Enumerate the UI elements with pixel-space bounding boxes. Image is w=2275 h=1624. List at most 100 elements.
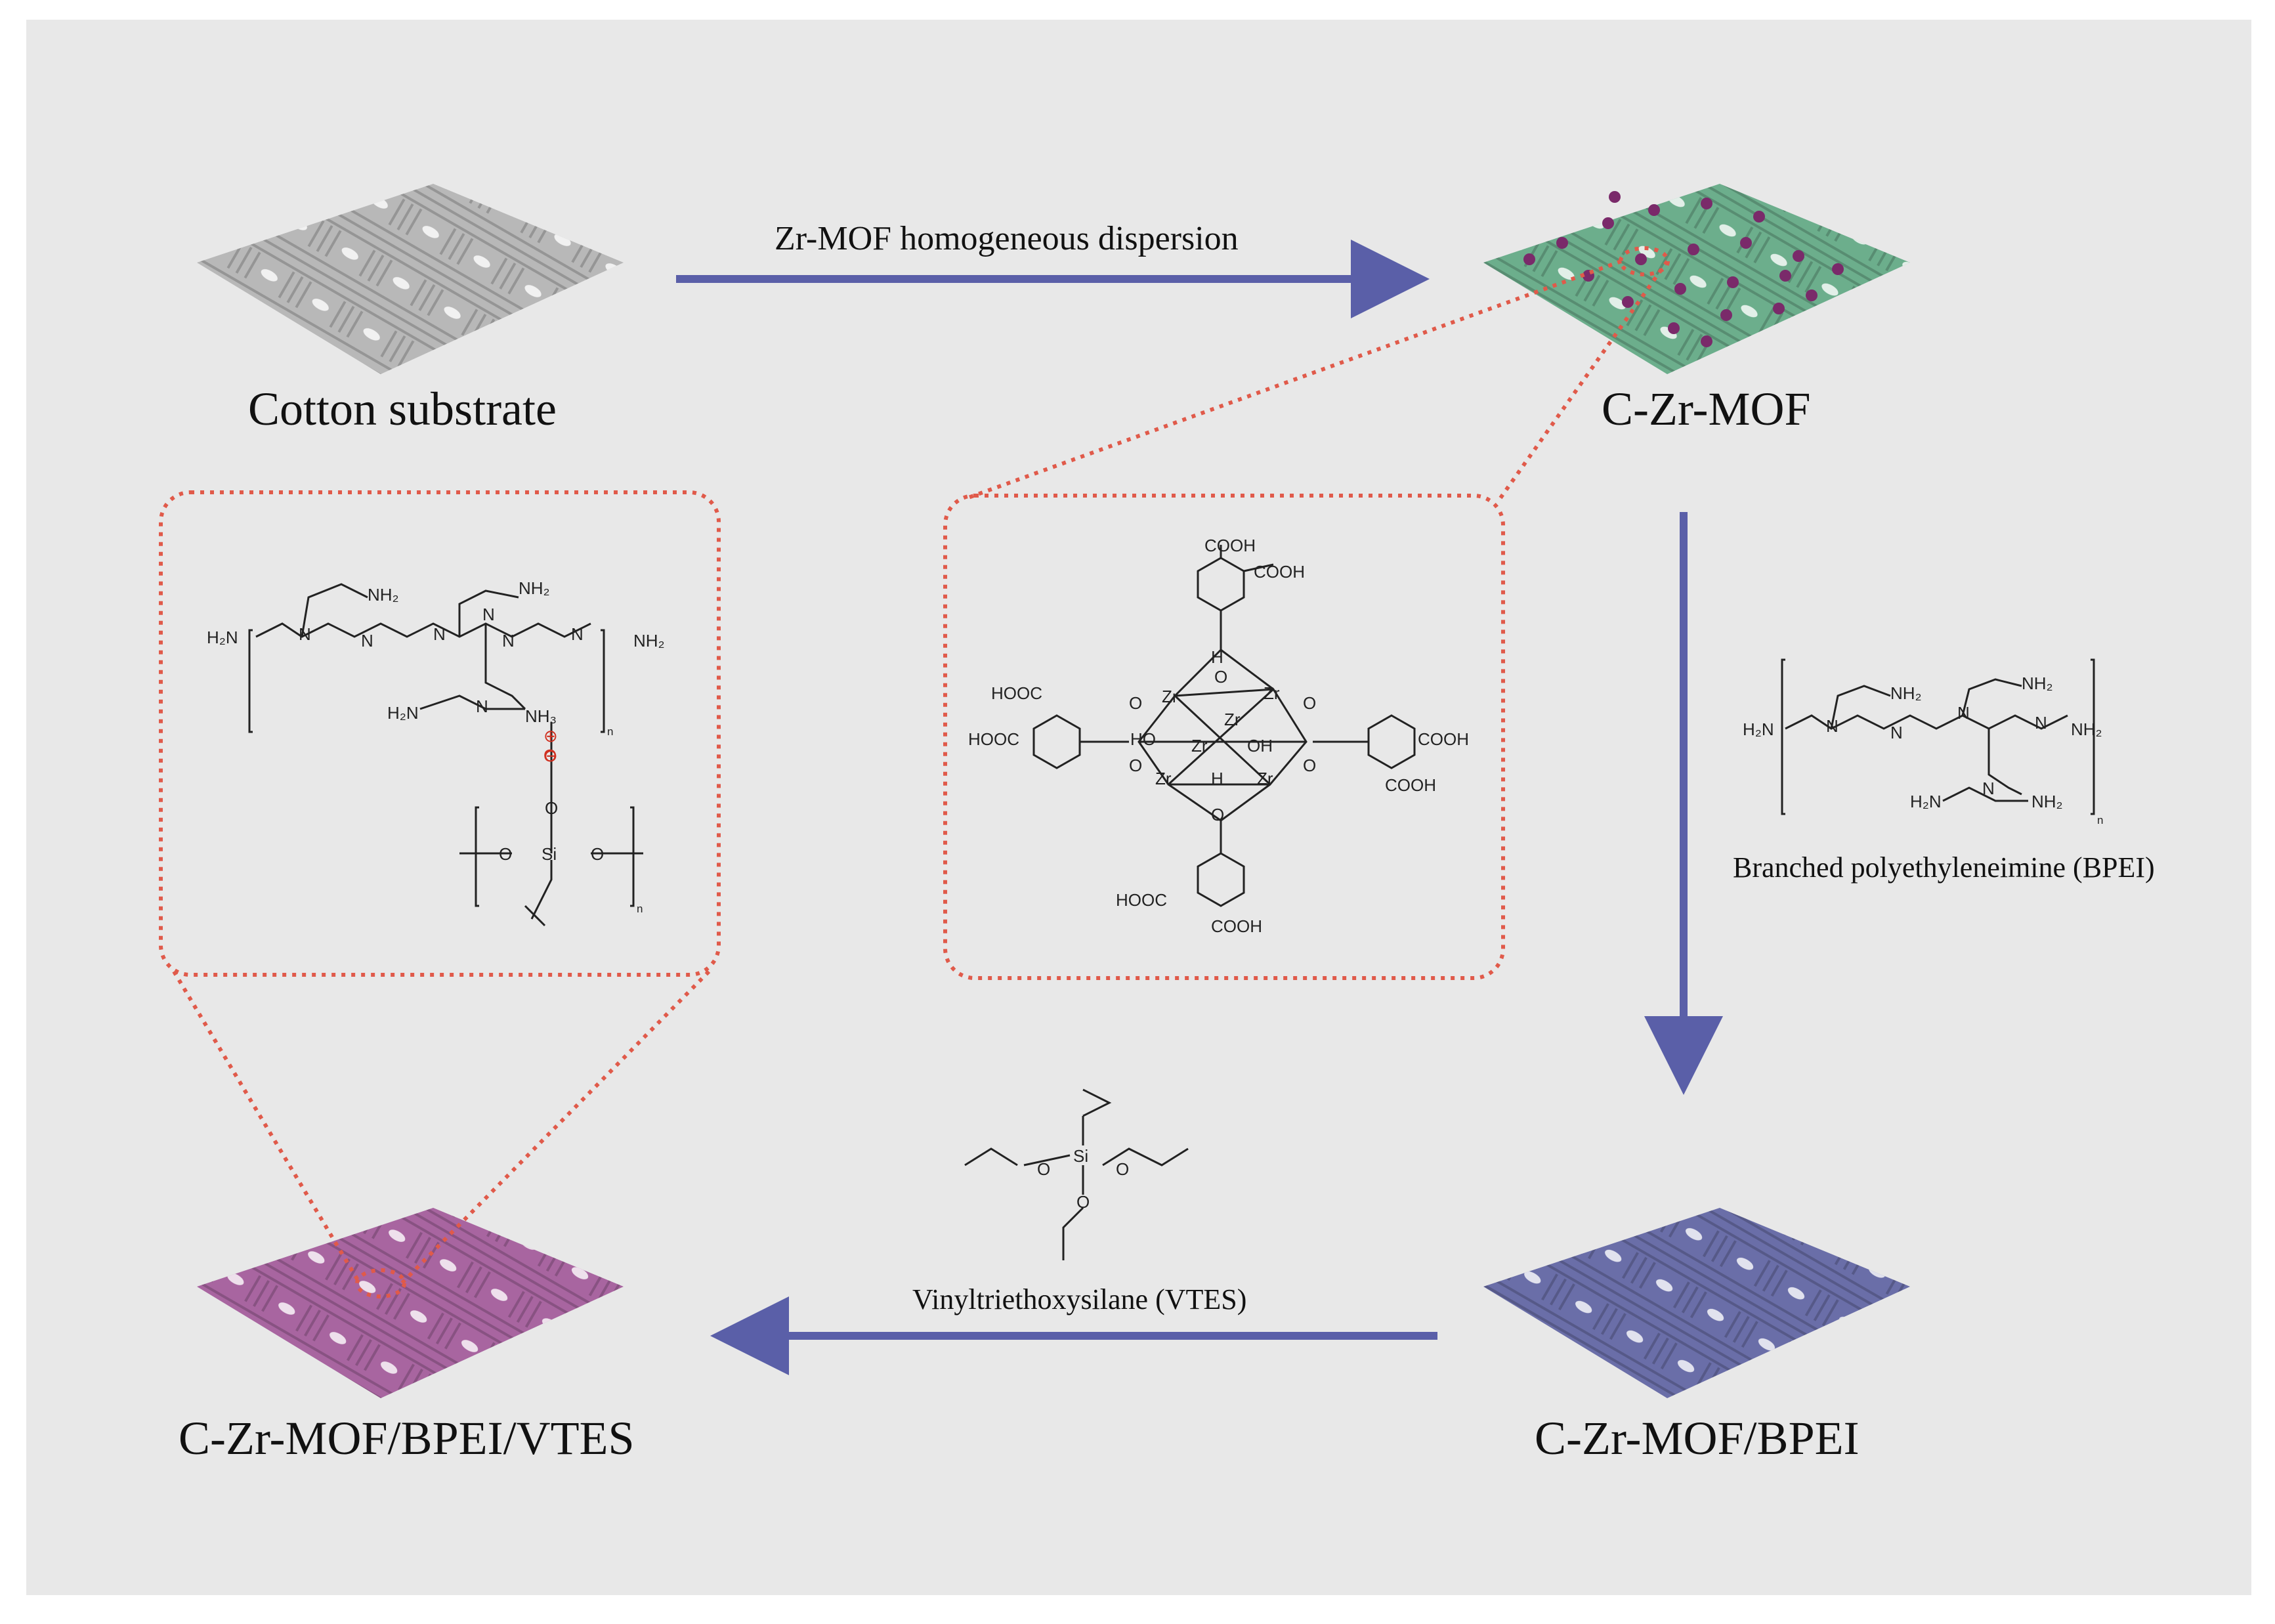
svg-text:N: N: [361, 631, 373, 651]
svg-text:H₂N: H₂N: [1910, 792, 1942, 811]
svg-text:Zr: Zr: [1191, 736, 1208, 756]
svg-text:HOOC: HOOC: [968, 729, 1019, 749]
svg-text:H: H: [1211, 769, 1223, 788]
svg-text:N: N: [1890, 723, 1903, 742]
svg-text:O: O: [545, 798, 558, 818]
svg-text:O: O: [1037, 1159, 1050, 1179]
svg-text:n: n: [2097, 814, 2103, 826]
bpei-vtes-structure: [248, 583, 643, 927]
svg-text:N: N: [1982, 779, 1995, 798]
svg-text:COOH: COOH: [1418, 729, 1469, 749]
label-c-zr-mof: C-Zr-MOF: [1602, 383, 1811, 435]
bpei-structure: [1781, 658, 2095, 815]
mof-particle: [1701, 335, 1712, 347]
svg-text:HOOC: HOOC: [991, 683, 1042, 703]
mof-particles: [1523, 191, 1844, 347]
svg-text:N: N: [2035, 713, 2047, 733]
mof-particle: [1602, 217, 1614, 229]
svg-text:⊖: ⊖: [543, 746, 558, 765]
mof-particle: [1806, 289, 1818, 301]
bpei-vtes-labels: H₂N N NH₂ N N N NH₂ N N NH₂ H₂N N NH₃ ⊕ …: [207, 578, 665, 915]
svg-text:H₂N: H₂N: [207, 628, 238, 647]
svg-text:N: N: [476, 696, 488, 716]
mof-particle: [1635, 253, 1647, 265]
svg-text:COOH: COOH: [1385, 775, 1436, 795]
svg-text:O: O: [543, 746, 557, 765]
svg-text:N: N: [1826, 716, 1839, 736]
zoom-frame-mof: [943, 246, 1670, 980]
vtes-fabric: [197, 1208, 624, 1398]
svg-text:NH₃: NH₃: [525, 706, 557, 726]
svg-text:N: N: [299, 624, 311, 644]
svg-text:O: O: [1076, 1192, 1090, 1212]
mof-particle: [1740, 237, 1752, 249]
svg-text:N: N: [482, 605, 495, 624]
vtes-structure: [964, 1088, 1189, 1260]
svg-text:OH: OH: [1247, 736, 1273, 756]
svg-text:Zr: Zr: [1264, 683, 1280, 703]
svg-text:Si: Si: [1073, 1146, 1088, 1166]
mof-particle: [1753, 211, 1765, 223]
svg-text:COOH: COOH: [1254, 562, 1305, 582]
bpei-fabric: [1483, 1208, 1910, 1398]
svg-text:Si: Si: [542, 844, 557, 864]
mof-particle: [1674, 283, 1686, 295]
mof-particle: [1556, 237, 1568, 249]
mof-particle: [1773, 303, 1785, 314]
svg-text:n: n: [637, 903, 643, 915]
svg-text:O: O: [1129, 756, 1142, 775]
mof-particle: [1648, 204, 1660, 216]
svg-text:COOH: COOH: [1211, 916, 1262, 936]
vtes-labels: Si O O O: [1037, 1146, 1129, 1212]
svg-text:Zr: Zr: [1162, 687, 1178, 706]
svg-text:NH₂: NH₂: [368, 585, 399, 605]
mof-particle: [1832, 263, 1844, 275]
svg-text:NH₂: NH₂: [2022, 673, 2053, 693]
svg-text:O: O: [1116, 1159, 1129, 1179]
svg-text:N: N: [502, 631, 515, 651]
zoom-frame-vtes: [159, 490, 721, 1298]
mof-particle: [1779, 270, 1791, 282]
svg-text:N: N: [433, 624, 446, 644]
svg-text:NH₂: NH₂: [2071, 719, 2102, 739]
svg-text:O: O: [1303, 693, 1316, 713]
mof-particle: [1688, 244, 1699, 255]
svg-text:Zr: Zr: [1155, 769, 1172, 788]
mof-particle: [1701, 198, 1712, 209]
label-c-zr-mof-bpei-vtes: C-Zr-MOF/BPEI/VTES: [179, 1412, 635, 1464]
svg-text:NH₂: NH₂: [519, 578, 550, 598]
mof-particle: [1727, 276, 1739, 288]
mof-particle: [1622, 296, 1634, 308]
mof-particle: [1609, 191, 1621, 203]
svg-text:HOOC: HOOC: [1116, 890, 1167, 910]
svg-text:O: O: [1303, 756, 1316, 775]
svg-text:N: N: [1957, 703, 1970, 723]
label-vtes-caption: Vinyltriethoxysilane (VTES): [912, 1283, 1247, 1315]
label-bpei-caption: Branched polyethyleneimine (BPEI): [1733, 851, 2155, 884]
mof-particle: [1668, 322, 1680, 334]
svg-text:Zr: Zr: [1224, 710, 1241, 729]
svg-text:O: O: [1129, 693, 1142, 713]
svg-text:O: O: [591, 844, 604, 864]
label-c-zr-mof-bpei: C-Zr-MOF/BPEI: [1535, 1412, 1860, 1464]
mof-particle: [1720, 309, 1732, 321]
zr-mof-structure: [1032, 545, 1416, 907]
svg-text:n: n: [607, 725, 613, 738]
svg-text:H₂N: H₂N: [387, 703, 419, 723]
cotton-fabric: [197, 184, 624, 374]
bpei-labels: H₂N N NH₂ N N NH₂ N NH₂ H₂N N NH₂ n: [1743, 673, 2103, 826]
svg-text:⊕: ⊕: [543, 726, 558, 746]
svg-text:O: O: [1211, 805, 1224, 824]
svg-text:H: H: [1211, 647, 1223, 667]
label-cotton-substrate: Cotton substrate: [248, 383, 557, 435]
svg-text:Zr: Zr: [1257, 769, 1273, 788]
svg-text:O: O: [1214, 667, 1227, 687]
svg-text:O: O: [499, 844, 512, 864]
zr-mof-labels: COOH COOH HOOC HOOC COOH COOH HOOC COOH …: [968, 536, 1469, 936]
mof-particle: [1793, 250, 1804, 262]
label-arrow-dispersion: Zr-MOF homogeneous dispersion: [775, 220, 1239, 257]
svg-text:H₂N: H₂N: [1743, 719, 1774, 739]
svg-text:HO: HO: [1130, 729, 1156, 749]
svg-text:COOH: COOH: [1204, 536, 1256, 555]
